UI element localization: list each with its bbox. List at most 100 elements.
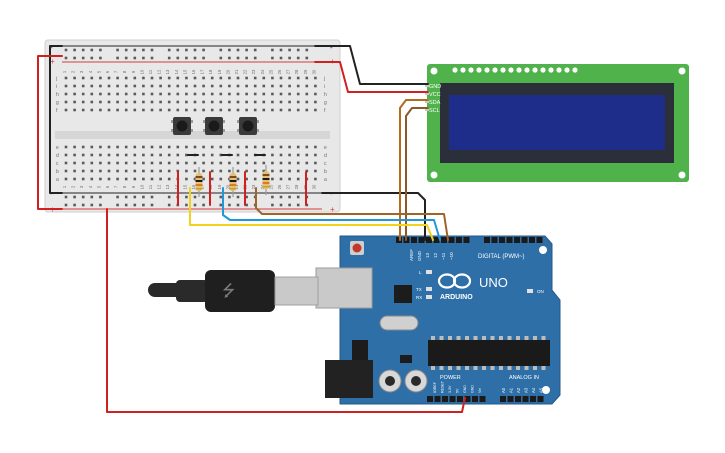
rail-hole [124,56,128,60]
breadboard-hole [253,169,257,173]
breadboard-hole [245,177,248,181]
breadboard-hole [124,169,128,173]
column-number: 13 [165,184,170,189]
breadboard-hole [150,161,154,165]
power-pin-label: IOREF [433,381,437,393]
rail-hole [305,56,309,60]
breadboard-hole [116,169,119,173]
breadboard-hole [314,153,317,157]
column-number: 24 [260,69,265,74]
breadboard-hole [219,76,223,80]
breadboard-hole [245,169,248,173]
header-pin [434,396,441,402]
breadboard-hole [296,153,300,157]
rail-hole [81,195,85,199]
breadboard-hole [159,76,162,80]
analog-label: ANALOG IN [509,375,539,381]
breadboard-hole [107,84,111,88]
lcd-header-pad [548,67,554,73]
breadboard-hole [185,92,188,96]
breadboard-hole [279,108,283,112]
button-1[interactable] [171,117,193,135]
button-2[interactable] [203,117,225,135]
breadboard-hole [90,153,94,157]
header-pin [515,396,521,402]
lcd-header-pad [508,67,514,73]
rail-hole [245,56,248,60]
reset-button-cap[interactable] [352,243,362,253]
breadboard-hole [116,92,119,96]
breadboard-holes [64,48,317,207]
breadboard-hole [133,108,137,112]
row-letter: h [324,92,327,98]
rail-hole [167,56,171,60]
analog-pin-label: A0 [501,387,506,393]
mcu-pin [524,336,529,340]
breadboard-hole [210,169,214,173]
mcu-pin [456,336,461,340]
breadboard-hole [90,145,94,149]
button-3[interactable] [237,117,259,135]
atmega-chip [428,340,550,366]
header-pin [514,237,520,243]
pin13-label: 13 [425,252,430,258]
rail-hole [202,48,205,52]
rail-hole [124,48,128,52]
rail-hole [73,195,76,199]
header-pin [491,237,498,243]
row-letter: d [56,153,59,159]
breadboard-hole [64,161,68,165]
rail-hole [305,48,309,52]
breadboard-hole [81,76,85,80]
column-number: 4 [88,70,93,73]
rail-hole [228,195,231,199]
rail-hole [185,48,188,52]
breadboard-hole [185,145,188,149]
rail-hole [185,56,188,60]
mcu-pin [482,366,486,370]
breadboard-hole [176,153,180,157]
breadboard-hole [305,76,309,80]
mount-hole [678,67,686,75]
header-pin [536,237,543,243]
column-number: 10 [139,69,144,74]
breadboard-hole [253,161,257,165]
wire-button1-pin [189,187,434,241]
mcu-pin [490,366,495,370]
rail-plus-label-bottom-right: + [330,205,335,214]
lcd-module: GND VCC SDA SCL [425,64,689,182]
rail-hole [228,48,231,52]
breadboard-hole [150,92,154,96]
breadboard-hole [73,145,76,149]
breadboard-hole [133,76,137,80]
rail-hole [150,48,154,52]
rail-hole [219,48,223,52]
breadboard-hole [142,76,145,80]
l-led [426,270,432,274]
breadboard-hole [73,100,76,104]
row-letter: h [56,92,59,98]
breadboard-hole [296,177,300,181]
breadboard-hole [202,76,205,80]
column-number: 18 [208,69,213,74]
breadboard-hole [296,169,300,173]
rail-hole [142,56,145,60]
analog-pin-label: A4 [531,387,536,393]
breadboard-hole [271,145,274,149]
breadboard-hole [99,92,102,96]
column-number: 9 [131,70,136,73]
breadboard-hole [133,92,137,96]
breadboard-hole [99,76,102,80]
breadboard-hole [64,153,68,157]
aref-label: AREF [409,249,414,261]
breadboard-hole [314,108,317,112]
rail-hole [236,203,240,207]
breadboard-hole [210,153,214,157]
breadboard-hole [64,169,68,173]
column-number: 2 [71,70,76,73]
breadboard-hole [193,100,197,104]
rail-hole [167,195,171,199]
breadboard-hole [314,161,317,165]
column-number: 7 [114,185,119,188]
breadboard-hole [64,84,68,88]
